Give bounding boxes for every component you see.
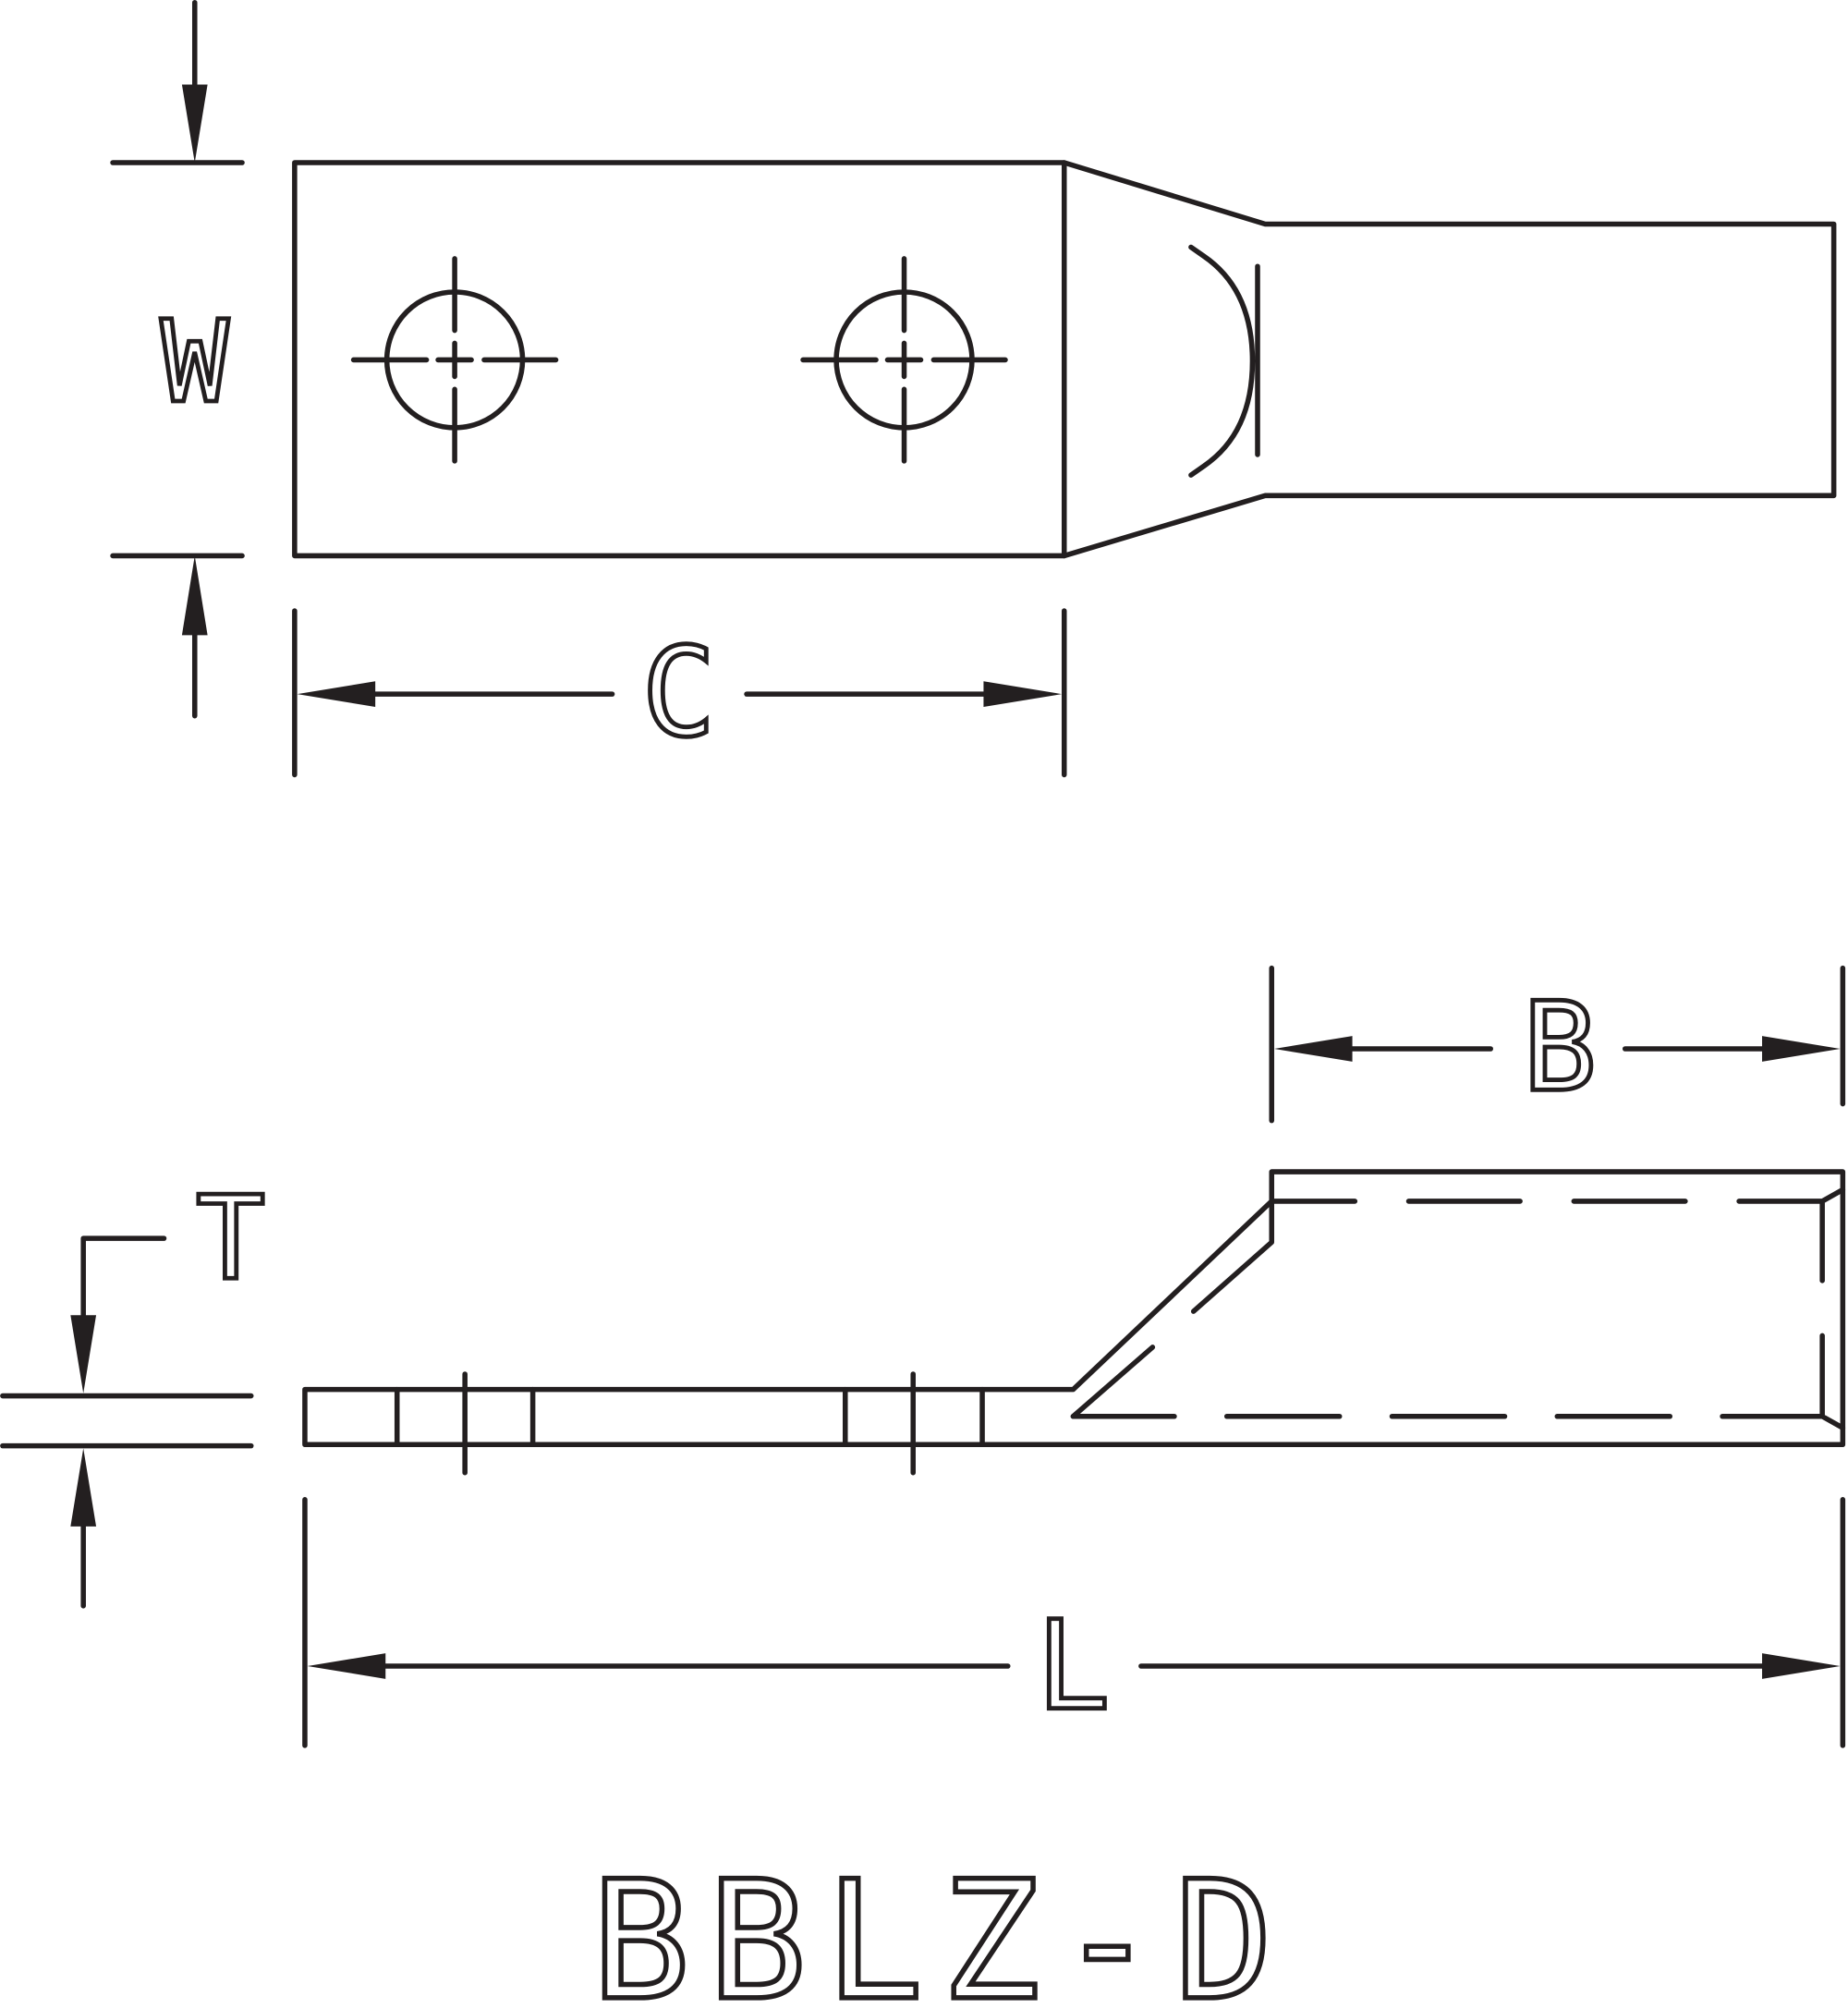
side-profile [302, 1169, 1846, 1448]
hidden-bore-lines [1070, 1187, 1846, 1430]
overall-length-dimension: L [302, 1497, 1846, 1748]
thickness-label: T [196, 1172, 265, 1306]
width-dimension: W [110, 0, 245, 719]
top-view: W C [110, 0, 1837, 778]
side-view: B T L [0, 965, 1846, 1748]
part-number-title: BBLZ-D [591, 1845, 1291, 2008]
hole-spacing-label: C [642, 622, 716, 764]
lug-tongue-outline [292, 160, 1067, 559]
barrel-outline [1061, 160, 1837, 559]
hole-marks [394, 1371, 985, 1476]
bolt-hole-2 [800, 256, 1008, 464]
barrel-length-dimension: B [1269, 965, 1846, 1124]
overall-length-label: L [1036, 1596, 1110, 1738]
width-label: W [161, 297, 229, 428]
barrel-length-label: B [1523, 977, 1597, 1119]
bolt-hole-1 [350, 256, 559, 464]
hole-spacing-dimension: C [292, 608, 1067, 778]
thickness-dimension: T [0, 1170, 268, 1609]
inspection-window [1188, 244, 1260, 478]
